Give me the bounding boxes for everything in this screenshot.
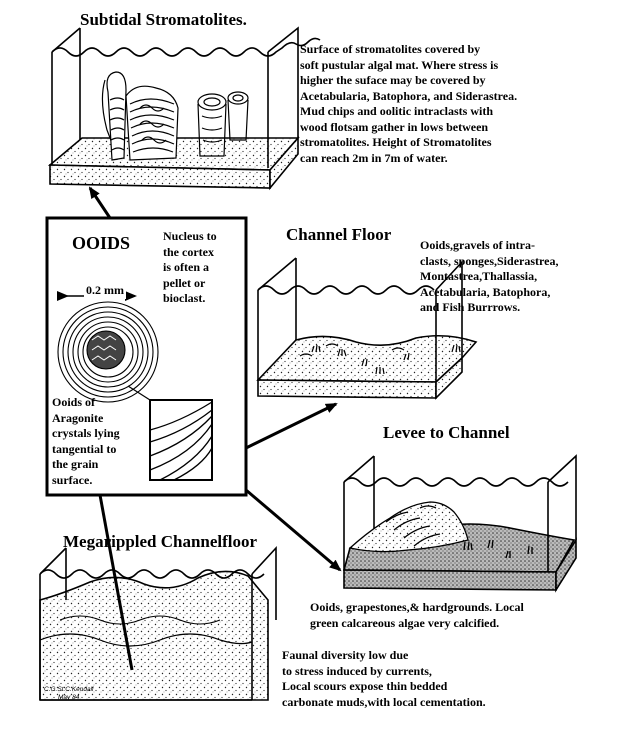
channel-floor-desc-line: and Fish Burrrows. bbox=[420, 300, 521, 314]
megarippled-desc-line: to stress induced by currents, bbox=[282, 663, 432, 678]
ooids-inset-box bbox=[45, 216, 248, 497]
arrow-to-megarippled bbox=[98, 494, 134, 671]
channel-floor-desc-line: Acetabularia, Batophora, bbox=[420, 284, 551, 299]
aragonite-line: Ooids of bbox=[52, 395, 96, 409]
subtidal-desc-line: can reach 2m in 7m of water. bbox=[300, 150, 448, 165]
channel-floor-block bbox=[256, 257, 478, 400]
subtidal-desc-line: stromatolites. Height of Stromatolites bbox=[300, 135, 492, 149]
ooids-title: OOIDS bbox=[72, 233, 131, 253]
arrow-to-levee bbox=[245, 488, 342, 572]
levee-desc-line: green calcareous algae very calcified. bbox=[310, 615, 500, 630]
levee-ridge bbox=[348, 501, 533, 559]
levee-desc-line: Ooids, grapestones,& hardgrounds. Local bbox=[310, 600, 524, 614]
subtidal-desc-line: wood flotsam gather in lows between bbox=[300, 119, 489, 134]
levee-sediment-side bbox=[555, 537, 577, 593]
levee-sediment-front bbox=[343, 569, 557, 591]
connector-arrows bbox=[88, 186, 342, 671]
megarippled-title: Megarippled Channelfloor bbox=[63, 532, 258, 551]
levee-water-surface bbox=[343, 477, 569, 487]
megarippled-block bbox=[39, 545, 277, 701]
subtidal-desc-line: soft pustular algal mat. Where stress is bbox=[300, 57, 499, 72]
nucleus-line: is often a bbox=[163, 260, 209, 274]
ooid-cross-section bbox=[57, 301, 159, 403]
megarippled-desc-line: carbonate muds,with local cementation. bbox=[282, 694, 486, 709]
scale-label: 0.2 mm bbox=[84, 283, 126, 299]
channel-floor-description: Ooids,gravels of intra- clasts, sponges,… bbox=[420, 238, 558, 316]
nucleus-line: the cortex bbox=[163, 244, 214, 259]
aragonite-detail-box bbox=[149, 399, 213, 481]
megarippled-water-surface bbox=[39, 569, 265, 579]
subtidal-title: Subtidal Stromatolites. bbox=[80, 10, 247, 29]
nucleus-line: pellet or bbox=[163, 275, 206, 290]
channel-floor-water-surface bbox=[257, 285, 435, 295]
arrow-to-subtidal bbox=[88, 186, 112, 219]
channel-floor-sediment-side bbox=[435, 356, 463, 400]
author-signature: C.G.St.C.Kendall May 84 bbox=[44, 686, 94, 702]
subtidal-block bbox=[47, 26, 321, 191]
channel-floor-desc-line: Ooids,gravels of intra- bbox=[420, 238, 535, 252]
nucleus-line: bioclast. bbox=[163, 291, 206, 305]
aragonite-line: Aragonite bbox=[52, 410, 104, 425]
aragonite-line: the grain bbox=[52, 457, 99, 471]
signature-line: C.G.St.C.Kendall bbox=[44, 686, 94, 693]
channel-floor-desc-line: Montastrea,Thallassia, bbox=[420, 269, 538, 283]
levee-title: Levee to Channel bbox=[383, 423, 510, 442]
aragonite-line: tangential to bbox=[52, 441, 117, 456]
megarippled-desc-line: Local scours expose thin bedded bbox=[282, 679, 448, 693]
ooids-nucleus-note: Nucleus to the cortex is often a pellet … bbox=[163, 229, 217, 307]
channel-floor-sediment-front bbox=[257, 379, 437, 399]
subtidal-sediment-side bbox=[269, 135, 299, 191]
megarippled-sediment-top bbox=[39, 570, 269, 701]
subtidal-desc-line: Acetabularia, Batophora, and Siderastrea… bbox=[300, 88, 518, 103]
channel-floor-title: Channel Floor bbox=[286, 225, 392, 244]
megarippled-description: Faunal diversity low due to stress induc… bbox=[282, 648, 486, 710]
signature-line: May 84 bbox=[58, 694, 80, 701]
aragonite-line: crystals lying bbox=[52, 426, 120, 440]
subtidal-desc-line: Surface of stromatolites covered by bbox=[300, 42, 481, 56]
arrow-to-channel-floor bbox=[245, 402, 338, 450]
subtidal-desc-line: higher the suface may be covered by bbox=[300, 73, 486, 87]
nucleus-line: Nucleus to bbox=[163, 229, 217, 243]
subtidal-description: Surface of stromatolites covered by soft… bbox=[300, 42, 517, 166]
aragonite-line: surface. bbox=[52, 472, 93, 487]
megarippled-desc-line: Faunal diversity low due bbox=[282, 648, 409, 662]
ooids-aragonite-note: Ooids of Aragonite crystals lying tangen… bbox=[52, 395, 120, 488]
zoom-leader-line bbox=[127, 385, 151, 401]
channel-floor-desc-line: clasts, sponges,Siderastrea, bbox=[420, 253, 559, 268]
channel-floor-biota bbox=[299, 343, 461, 375]
subtidal-sediment-front bbox=[49, 164, 271, 189]
subtidal-desc-line: Mud chips and oolitic intraclasts with bbox=[300, 104, 494, 118]
levee-description: Ooids, grapestones,& hardgrounds. Local … bbox=[310, 600, 524, 631]
stromatolite-heads bbox=[106, 71, 249, 161]
subtidal-water-surface bbox=[51, 37, 321, 57]
channel-floor-sediment-top bbox=[256, 334, 478, 383]
